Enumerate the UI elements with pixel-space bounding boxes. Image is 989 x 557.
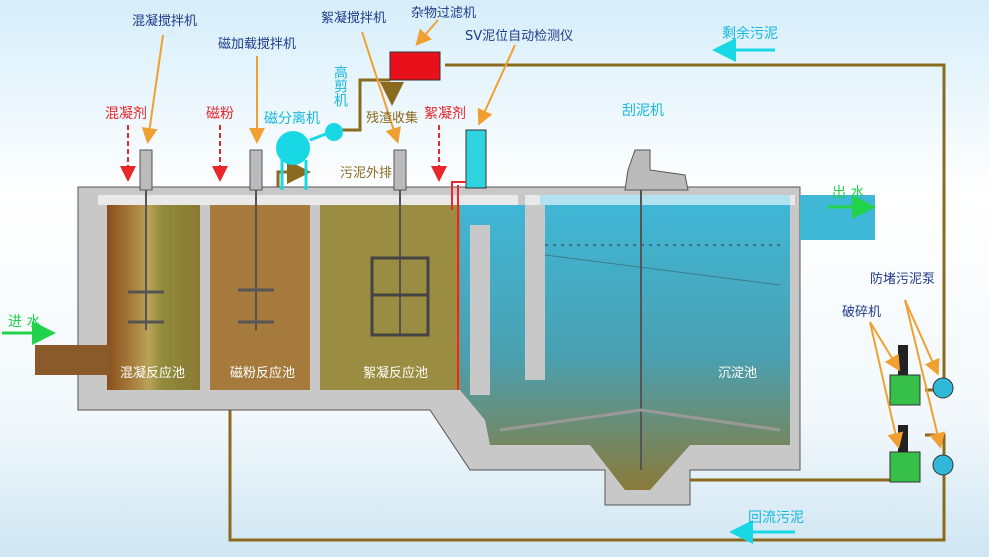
label-mag-tank: 磁粉反应池 bbox=[230, 365, 295, 381]
scraper-machine bbox=[624, 149, 689, 191]
label-sludge-discharge: 污泥外排 bbox=[340, 166, 392, 181]
dosing-arrows bbox=[120, 125, 447, 182]
inlet-pipe bbox=[35, 345, 110, 375]
coag-mixer-motor bbox=[139, 149, 153, 191]
label-inlet: 进 水 bbox=[8, 314, 40, 330]
label-coag-tank: 混凝反应池 bbox=[120, 365, 185, 381]
label-scraper: 刮泥机 bbox=[622, 103, 664, 119]
coag-tank-water bbox=[107, 205, 200, 390]
floc-mixer-motor bbox=[393, 149, 407, 191]
label-flocculant: 絮凝剂 bbox=[424, 105, 466, 122]
debris-filter bbox=[389, 51, 441, 81]
label-sv-detector: SV泥位自动检测仪 bbox=[465, 29, 573, 44]
crusher-upper bbox=[889, 374, 921, 406]
label-return-sludge: 回流污泥 bbox=[748, 510, 804, 526]
floc-tank-water bbox=[320, 205, 460, 390]
label-high-shear: 高剪机 bbox=[332, 64, 348, 108]
label-coagulant: 混凝剂 bbox=[105, 106, 147, 122]
label-mag-powder: 磁粉 bbox=[206, 106, 234, 122]
label-coag-mixer: 混凝搅拌机 bbox=[132, 13, 197, 29]
sv-detector bbox=[465, 129, 487, 189]
label-residue-collection: 残渣收集 bbox=[366, 110, 418, 126]
crusher-lower bbox=[889, 451, 921, 483]
outlet-pipe bbox=[800, 195, 875, 240]
tank-structure bbox=[35, 186, 875, 506]
label-settling-tank: 沉淀池 bbox=[718, 366, 757, 381]
anti-clog-pump-upper bbox=[932, 377, 954, 399]
high-shear-machine bbox=[325, 123, 343, 141]
mag-separator bbox=[276, 131, 310, 165]
label-anti-clog-pump: 防堵污泥泵 bbox=[870, 271, 935, 287]
mag-tank-water bbox=[210, 205, 310, 390]
label-mag-mixer: 磁加载搅拌机 bbox=[218, 36, 296, 52]
pumps bbox=[889, 345, 954, 483]
label-debris-filter: 杂物过滤机 bbox=[411, 6, 476, 21]
mag-mixer-motor bbox=[249, 149, 263, 191]
label-mag-separator: 磁分离机 bbox=[264, 110, 320, 127]
label-floc-tank: 絮凝反应池 bbox=[363, 365, 428, 381]
label-floc-mixer: 絮凝搅拌机 bbox=[321, 10, 386, 26]
label-outlet: 出 水 bbox=[832, 185, 864, 201]
anti-clog-pump-lower bbox=[932, 454, 954, 476]
label-crusher: 破碎机 bbox=[842, 305, 881, 320]
pointer-arrows bbox=[141, 19, 945, 449]
mixers bbox=[128, 149, 781, 470]
label-excess-sludge: 剩余污泥 bbox=[722, 25, 778, 42]
